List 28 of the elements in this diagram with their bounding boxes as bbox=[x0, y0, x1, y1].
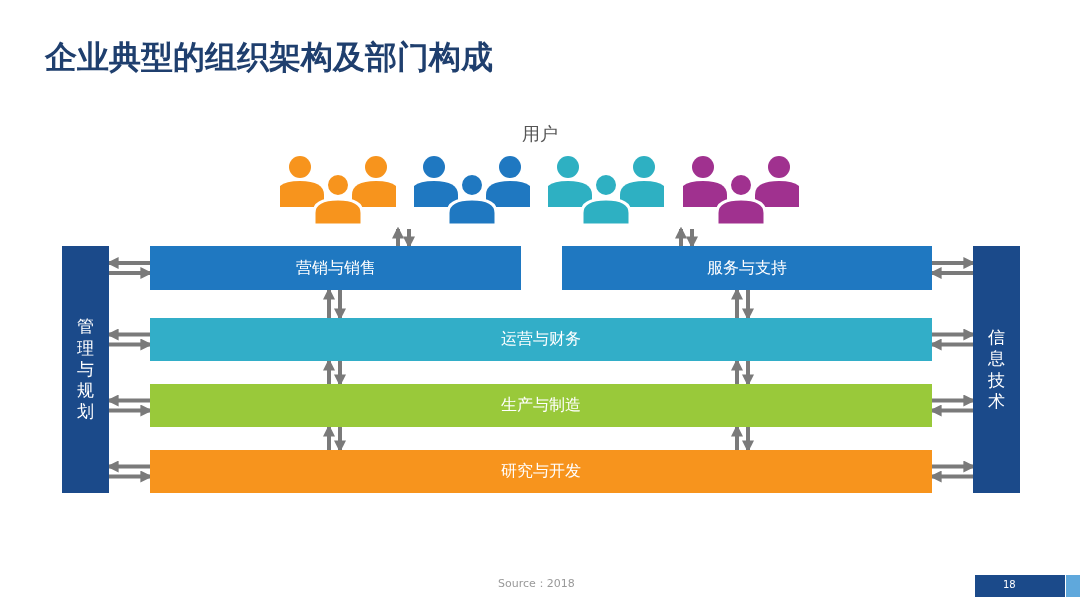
department-bar bbox=[150, 246, 521, 290]
department-label: 生产与制造 bbox=[501, 395, 581, 416]
department-label: 运营与财务 bbox=[501, 329, 581, 350]
department-bar bbox=[150, 450, 932, 493]
arrow bbox=[675, 226, 687, 246]
arrow bbox=[392, 226, 404, 246]
department-label: 营销与销售 bbox=[295, 257, 376, 279]
page-number: 18 bbox=[1003, 579, 1016, 590]
source-note: Source：2018 bbox=[498, 576, 575, 591]
department-label: 信息技术 bbox=[988, 327, 1005, 412]
department-bar bbox=[150, 384, 932, 427]
side-panel bbox=[973, 246, 1020, 493]
arrow bbox=[334, 290, 346, 321]
arrow bbox=[403, 229, 415, 249]
arrow bbox=[742, 361, 754, 387]
arrow bbox=[742, 290, 754, 321]
arrow bbox=[334, 427, 346, 453]
department-label: 服务与支持 bbox=[707, 257, 787, 279]
department-label: 研究与开发 bbox=[501, 461, 581, 482]
side-panel bbox=[62, 246, 109, 493]
department-label: 管理与规划 bbox=[77, 316, 94, 423]
arrow bbox=[742, 427, 754, 453]
department-bar bbox=[150, 318, 932, 361]
department-bar bbox=[562, 246, 932, 290]
title: 企业典型的组织架构及部门构成 bbox=[45, 37, 493, 78]
group-label: 用户 bbox=[522, 122, 558, 146]
arrow bbox=[686, 229, 698, 249]
arrow bbox=[334, 361, 346, 387]
